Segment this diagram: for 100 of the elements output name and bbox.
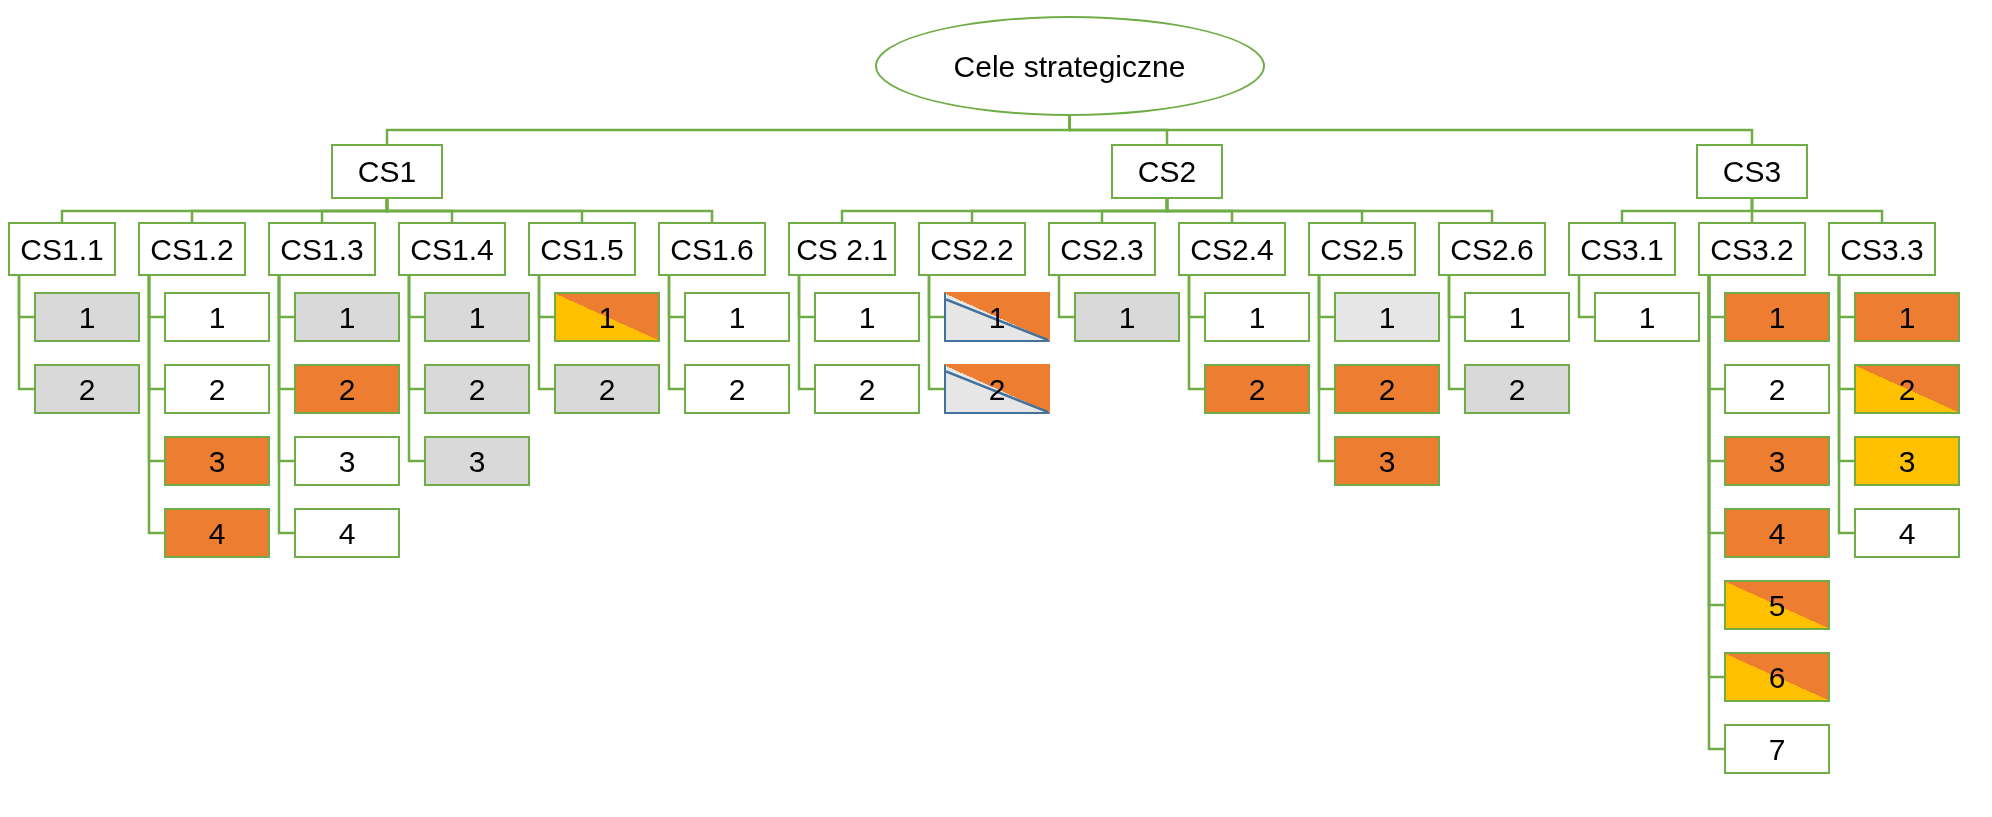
node-label: CS 2.1 <box>796 232 888 266</box>
goal-box <box>1696 144 1808 199</box>
goal-box <box>528 222 636 276</box>
goal-box <box>1828 222 1936 276</box>
node-label: CS3.1 <box>1580 232 1664 266</box>
task-box <box>164 364 270 414</box>
node-label: CS2.6 <box>1450 232 1534 266</box>
node-label: 3 <box>468 444 486 478</box>
node-label: 4 <box>338 516 356 550</box>
node-label: CS2.4 <box>1190 232 1274 266</box>
task-box <box>1724 508 1830 558</box>
node-label: CS2 <box>1137 155 1197 188</box>
node-label: CS1.1 <box>20 232 104 266</box>
node-label: 2 <box>728 372 746 406</box>
task-box <box>1854 364 1960 414</box>
node-label: 1 <box>1378 300 1396 334</box>
node-label: 2 <box>468 372 486 406</box>
connector-line <box>1577 276 1594 319</box>
task-box <box>684 364 790 414</box>
connector-line <box>277 276 294 535</box>
connector-line <box>797 276 814 391</box>
node-label: 4 <box>1768 516 1786 550</box>
goal-box <box>1438 222 1546 276</box>
goal-box <box>918 222 1026 276</box>
connector-line <box>667 276 684 391</box>
task-box <box>944 364 1050 414</box>
task-box <box>554 364 660 414</box>
node-label: CS1.5 <box>540 232 624 266</box>
goal-box <box>1048 222 1156 276</box>
node-label: 1 <box>1248 300 1266 334</box>
task-box <box>34 292 140 342</box>
node-label: 2 <box>1898 372 1916 406</box>
task-box <box>1724 652 1830 702</box>
node-label: 3 <box>1378 444 1396 478</box>
task-box <box>164 292 270 342</box>
node-label: CS2.2 <box>930 232 1014 266</box>
node-label: CS2.3 <box>1060 232 1144 266</box>
goal-box <box>1308 222 1416 276</box>
task-box <box>1854 508 1960 558</box>
task-box <box>1464 364 1570 414</box>
node-label: 2 <box>1248 372 1266 406</box>
node-label: 2 <box>1508 372 1526 406</box>
connector-line <box>147 276 164 535</box>
task-box <box>1854 436 1960 486</box>
node-label: 1 <box>1508 300 1526 334</box>
goal-box <box>1698 222 1806 276</box>
task-box <box>424 364 530 414</box>
node-label: 1 <box>208 300 226 334</box>
task-box <box>1724 724 1830 774</box>
task-box <box>1334 364 1440 414</box>
node-label: 1 <box>1118 300 1136 334</box>
goal-box <box>1111 144 1223 199</box>
task-box <box>164 508 270 558</box>
connector-line <box>1707 276 1724 751</box>
node-label: 3 <box>1768 444 1786 478</box>
task-box <box>294 508 400 558</box>
connector-line <box>1068 116 1754 144</box>
task-box <box>1204 292 1310 342</box>
task-box <box>944 292 1050 342</box>
node-label: 1 <box>598 300 616 334</box>
connector-line <box>1165 199 1494 222</box>
node-label: 1 <box>728 300 746 334</box>
node-label: 7 <box>1768 732 1786 766</box>
task-box <box>1854 292 1960 342</box>
task-box <box>1724 580 1830 630</box>
connector-line <box>385 199 714 222</box>
node-label: 1 <box>338 300 356 334</box>
node-label: CS3.3 <box>1840 232 1924 266</box>
goal-box <box>1178 222 1286 276</box>
node-label: Cele strategiczne <box>953 49 1186 83</box>
node-label: 4 <box>1898 516 1916 550</box>
connector-line <box>537 276 554 391</box>
goal-box <box>138 222 246 276</box>
goal-box <box>788 222 896 276</box>
goal-box <box>658 222 766 276</box>
node-label: CS1.3 <box>280 232 364 266</box>
node-label: 1 <box>858 300 876 334</box>
node-label: CS1.6 <box>670 232 754 266</box>
node-label: 3 <box>208 444 226 478</box>
node-label: 2 <box>1768 372 1786 406</box>
task-box <box>424 436 530 486</box>
node-label: 2 <box>858 372 876 406</box>
connector-line <box>407 276 424 463</box>
task-box <box>164 436 270 486</box>
node-label: CS2.5 <box>1320 232 1404 266</box>
connector-line <box>17 276 34 391</box>
task-box <box>684 292 790 342</box>
connector-line <box>1187 276 1204 391</box>
connector-line <box>1317 276 1334 463</box>
task-box <box>294 436 400 486</box>
task-box <box>554 292 660 342</box>
goal-box <box>398 222 506 276</box>
node-label: 1 <box>1768 300 1786 334</box>
node-label: CS1 <box>357 155 417 188</box>
task-box <box>34 364 140 414</box>
node-label: 2 <box>598 372 616 406</box>
connector-line <box>1057 276 1074 319</box>
task-box <box>1724 436 1830 486</box>
task-box <box>1464 292 1570 342</box>
node-label: 1 <box>1638 300 1656 334</box>
